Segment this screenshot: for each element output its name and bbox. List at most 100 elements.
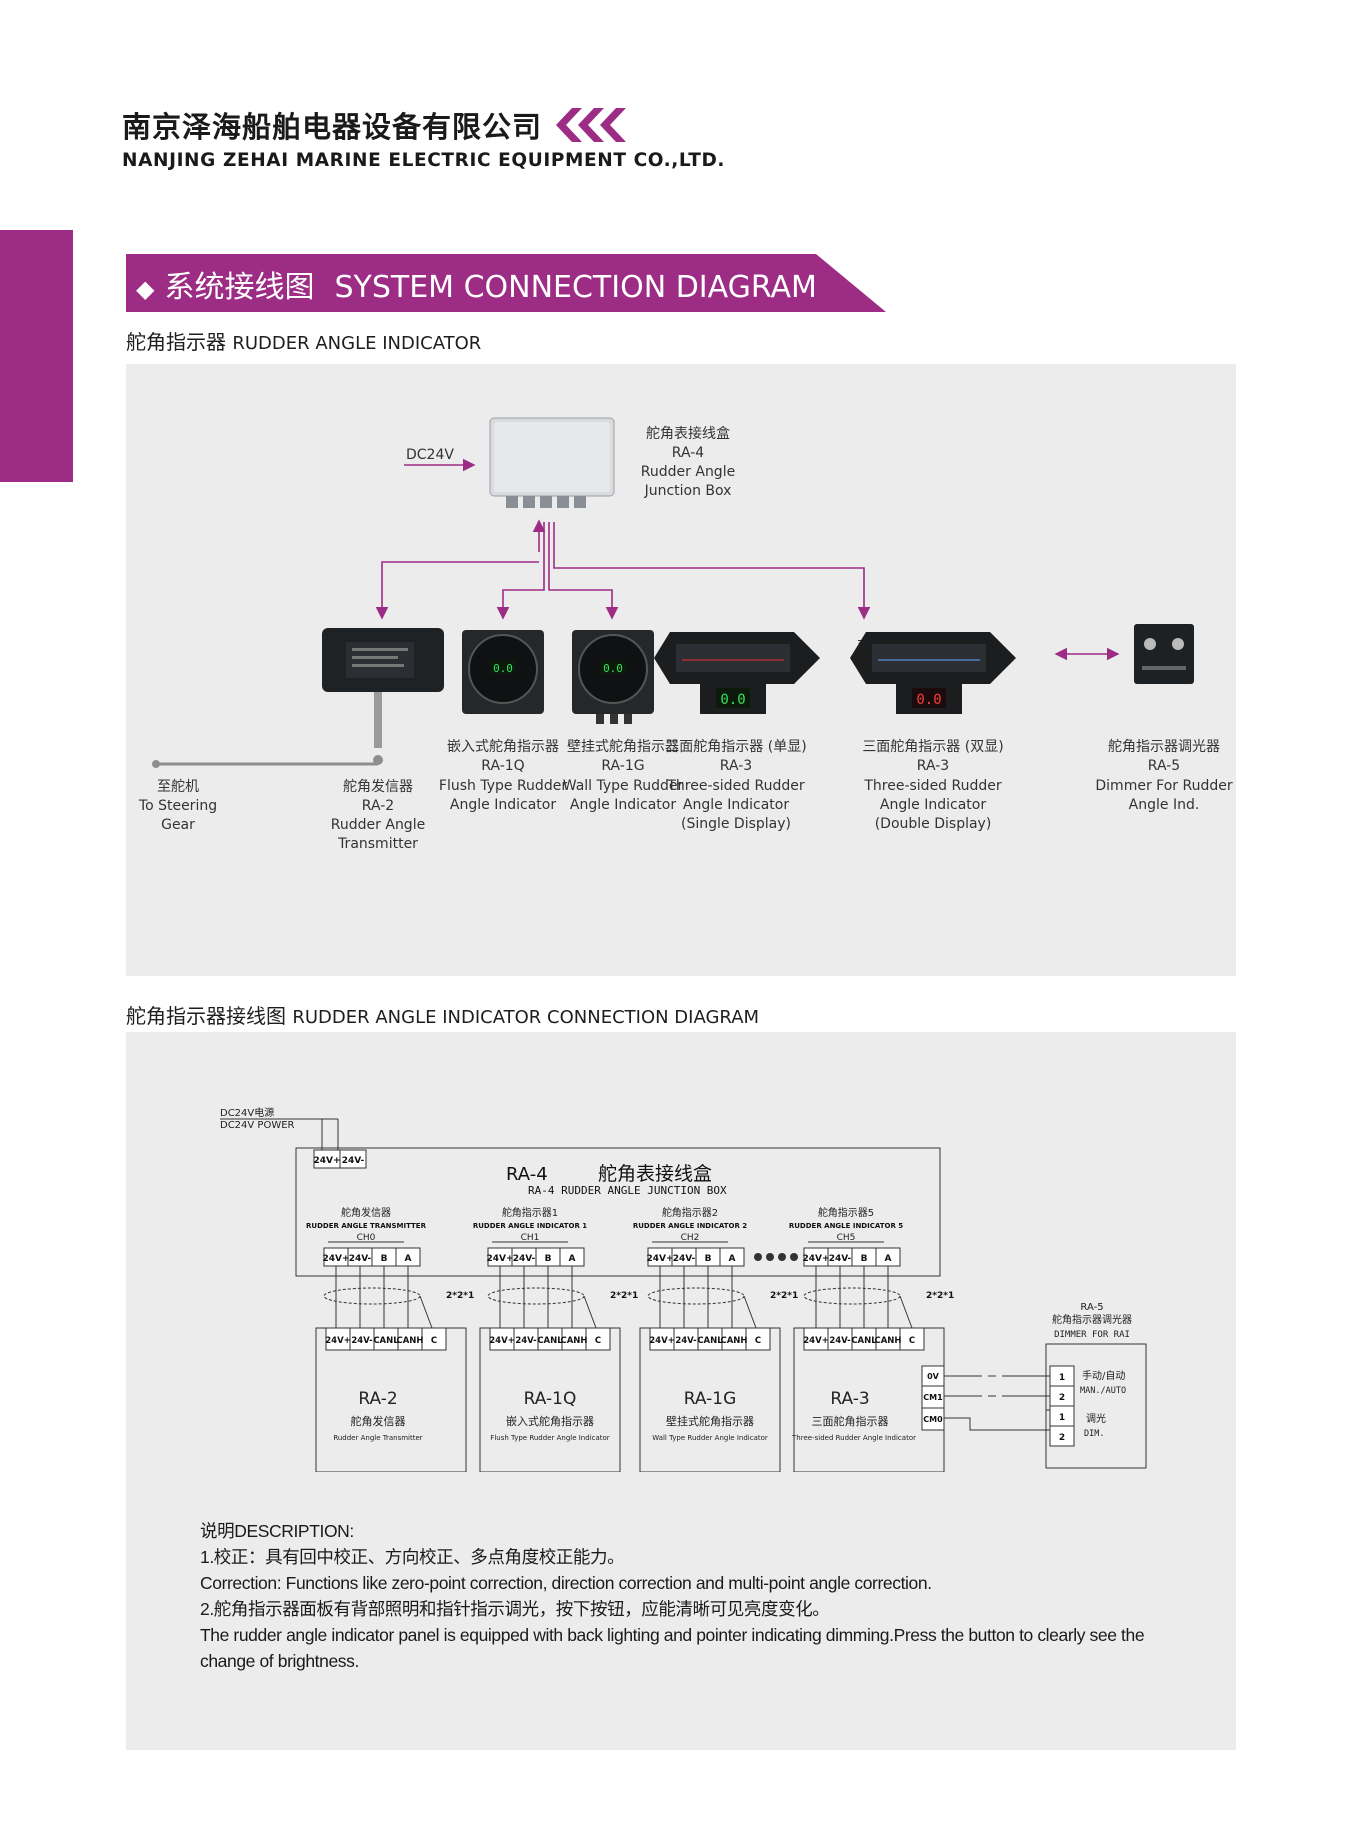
description: 说明DESCRIPTION: 1.校正：具有回中校正、方向校正、多点角度校正能力… <box>200 1518 1160 1674</box>
svg-text:RA-4: RA-4 <box>672 445 704 461</box>
ellipsis-dots <box>754 1253 798 1261</box>
flush-display-value: 0.0 <box>493 662 513 675</box>
svg-text:CANL: CANL <box>537 1336 563 1346</box>
svg-text:24V+: 24V+ <box>646 1254 673 1264</box>
channel-2: 舵角指示器2 RUDDER ANGLE INDICATOR 2 CH2 <box>633 1206 747 1243</box>
svg-text:舵角指示器2: 舵角指示器2 <box>662 1206 718 1219</box>
section1-heading-cn: 舵角指示器 <box>126 330 226 354</box>
svg-text:Angle Indicator: Angle Indicator <box>880 797 986 813</box>
description-line-1: 1.校正：具有回中校正、方向校正、多点角度校正能力。 <box>200 1547 625 1567</box>
cable-labels: 2*2*1 2*2*1 2*2*1 2*2*1 <box>446 1291 954 1301</box>
svg-text:DIM.: DIM. <box>1084 1429 1104 1439</box>
svg-text:RA-1Q: RA-1Q <box>481 758 524 774</box>
double-display-value: 0.0 <box>916 692 941 708</box>
svg-text:舵角指示器调光器: 舵角指示器调光器 <box>1108 739 1220 755</box>
svg-text:A: A <box>885 1254 892 1264</box>
svg-text:B: B <box>705 1254 712 1264</box>
svg-text:CM1: CM1 <box>923 1393 943 1402</box>
section2-heading-cn: 舵角指示器接线图 <box>126 1004 286 1028</box>
svg-text:C: C <box>595 1336 601 1346</box>
description-title: 说明DESCRIPTION: <box>200 1521 354 1541</box>
channel-5: 舵角指示器5 RUDDER ANGLE INDICATOR 5 CH5 <box>789 1206 903 1243</box>
junction-box-label: 舵角表接线盒 RA-4 Rudder Angle Junction Box <box>641 425 735 499</box>
svg-text:Three-sided Rudder Angle Indic: Three-sided Rudder Angle Indicator <box>791 1434 916 1442</box>
box-title-cn: 舵角表接线盒 <box>598 1163 712 1185</box>
svg-text:RUDDER ANGLE TRANSMITTER: RUDDER ANGLE TRANSMITTER <box>306 1222 427 1230</box>
svg-text:壁挂式舵角指示器: 壁挂式舵角指示器 <box>567 739 679 755</box>
svg-text:Junction Box: Junction Box <box>644 483 732 499</box>
channel-0: 舵角发信器 RUDDER ANGLE TRANSMITTER CH0 <box>306 1206 427 1243</box>
svg-text:2: 2 <box>1059 1433 1065 1443</box>
svg-text:(Double Display): (Double Display) <box>875 816 992 832</box>
banner-title-en: SYSTEM CONNECTION DIAGRAM <box>334 270 817 305</box>
diamond-icon: ◆ <box>136 275 155 303</box>
svg-text:Three-sided Rudder: Three-sided Rudder <box>863 778 1002 794</box>
wiring-diagram-panel: DC24V电源 DC24V POWER 24V+ 24V- RA-4 舵角表接线… <box>126 1032 1236 1750</box>
system-diagram: DC24V 舵角表接线盒 RA-4 Rudder Angle Junction … <box>138 417 1233 852</box>
svg-text:三面舵角指示器 (单显): 三面舵角指示器 (单显) <box>665 739 806 755</box>
svg-text:RA-3: RA-3 <box>917 758 949 774</box>
power-label-en: DC24V POWER <box>220 1120 295 1131</box>
steering-label: 至舵机 To Steering Gear <box>138 779 217 833</box>
svg-text:RUDDER ANGLE INDICATOR 2: RUDDER ANGLE INDICATOR 2 <box>633 1222 747 1230</box>
svg-text:CANL: CANL <box>697 1336 723 1346</box>
svg-text:(Single Display): (Single Display) <box>681 816 791 832</box>
svg-text:24V+: 24V+ <box>802 1254 829 1264</box>
svg-text:RA-3: RA-3 <box>830 1389 869 1409</box>
svg-text:24V-: 24V- <box>829 1336 851 1346</box>
box-title-code: RA-4 <box>506 1164 548 1185</box>
svg-text:壁挂式舵角指示器: 壁挂式舵角指示器 <box>666 1414 754 1428</box>
svg-text:24V+: 24V+ <box>486 1254 513 1264</box>
svg-text:RA-2: RA-2 <box>362 798 394 814</box>
svg-text:24V+: 24V+ <box>489 1336 515 1346</box>
three-sided-single-label: 三面舵角指示器 (单显) RA-3 Three-sided Rudder Ang… <box>665 739 806 832</box>
wall-display-value: 0.0 <box>603 662 623 675</box>
dc24v-label: DC24V <box>406 447 454 463</box>
wiring-diagram: DC24V电源 DC24V POWER 24V+ 24V- RA-4 舵角表接线… <box>220 1106 1147 1473</box>
svg-text:Angle Indicator: Angle Indicator <box>450 797 556 813</box>
channel-1: 舵角指示器1 RUDDER ANGLE INDICATOR 1 CH1 <box>473 1206 587 1243</box>
flush-indicator-label: 嵌入式舵角指示器 RA-1Q Flush Type Rudder Angle I… <box>439 739 567 813</box>
svg-text:CM0: CM0 <box>923 1415 943 1424</box>
svg-text:C: C <box>909 1336 915 1346</box>
svg-text:RA-5: RA-5 <box>1148 758 1180 774</box>
system-diagram-panel: DC24V 舵角表接线盒 RA-4 Rudder Angle Junction … <box>126 364 1236 976</box>
svg-text:Angle Ind.: Angle Ind. <box>1129 797 1200 813</box>
side-tab-label-cn: 舵角指示器 <box>33 589 49 659</box>
description-line-3: 2.舵角指示器面板有背部照明和指针指示调光，按下按钮，应能清晰可见亮度变化。 <box>200 1599 830 1619</box>
svg-text:舵角发信器: 舵角发信器 <box>341 1206 391 1219</box>
svg-text:舵角指示器调光器: 舵角指示器调光器 <box>1052 1313 1132 1326</box>
cables <box>323 1266 913 1329</box>
power-term-plus: 24V+ <box>313 1156 340 1166</box>
svg-text:RA-1Q: RA-1Q <box>524 1389 577 1409</box>
svg-text:Rudder Angle: Rudder Angle <box>641 464 735 480</box>
flush-indicator-image: 0.0 <box>462 630 544 714</box>
svg-text:舵角表接线盒: 舵角表接线盒 <box>646 425 730 442</box>
svg-text:CANH: CANH <box>720 1336 747 1346</box>
svg-text:Dimmer For Rudder: Dimmer For Rudder <box>1095 778 1232 794</box>
svg-text:A: A <box>405 1254 412 1264</box>
company-name-cn: 南京泽海船舶电器设备有限公司 <box>122 110 543 144</box>
three-sided-double-label: 三面舵角指示器 (双显) RA-3 Three-sided Rudder Ang… <box>862 739 1003 832</box>
power-label-cn: DC24V电源 <box>220 1106 274 1119</box>
svg-text:MAN./AUTO: MAN./AUTO <box>1080 1386 1126 1396</box>
svg-text:RA-5: RA-5 <box>1080 1302 1103 1313</box>
svg-text:C: C <box>431 1336 437 1346</box>
svg-text:CH5: CH5 <box>837 1233 856 1243</box>
svg-text:1: 1 <box>1059 1413 1065 1423</box>
svg-text:1: 1 <box>1059 1373 1065 1383</box>
svg-text:24V-: 24V- <box>513 1254 536 1264</box>
wall-indicator-image: 0.0 <box>572 630 654 724</box>
svg-text:Angle Indicator: Angle Indicator <box>570 797 676 813</box>
svg-text:24V-: 24V- <box>829 1254 852 1264</box>
company-name-en: NANJING ZEHAI MARINE ELECTRIC EQUIPMENT … <box>122 150 726 171</box>
svg-text:24V+: 24V+ <box>649 1336 675 1346</box>
svg-text:Wall Type Rudder Angle Indicat: Wall Type Rudder Angle Indicator <box>652 1434 768 1442</box>
connection-lines <box>375 519 1120 661</box>
svg-text:C: C <box>755 1336 761 1346</box>
svg-text:Gear: Gear <box>161 817 195 833</box>
